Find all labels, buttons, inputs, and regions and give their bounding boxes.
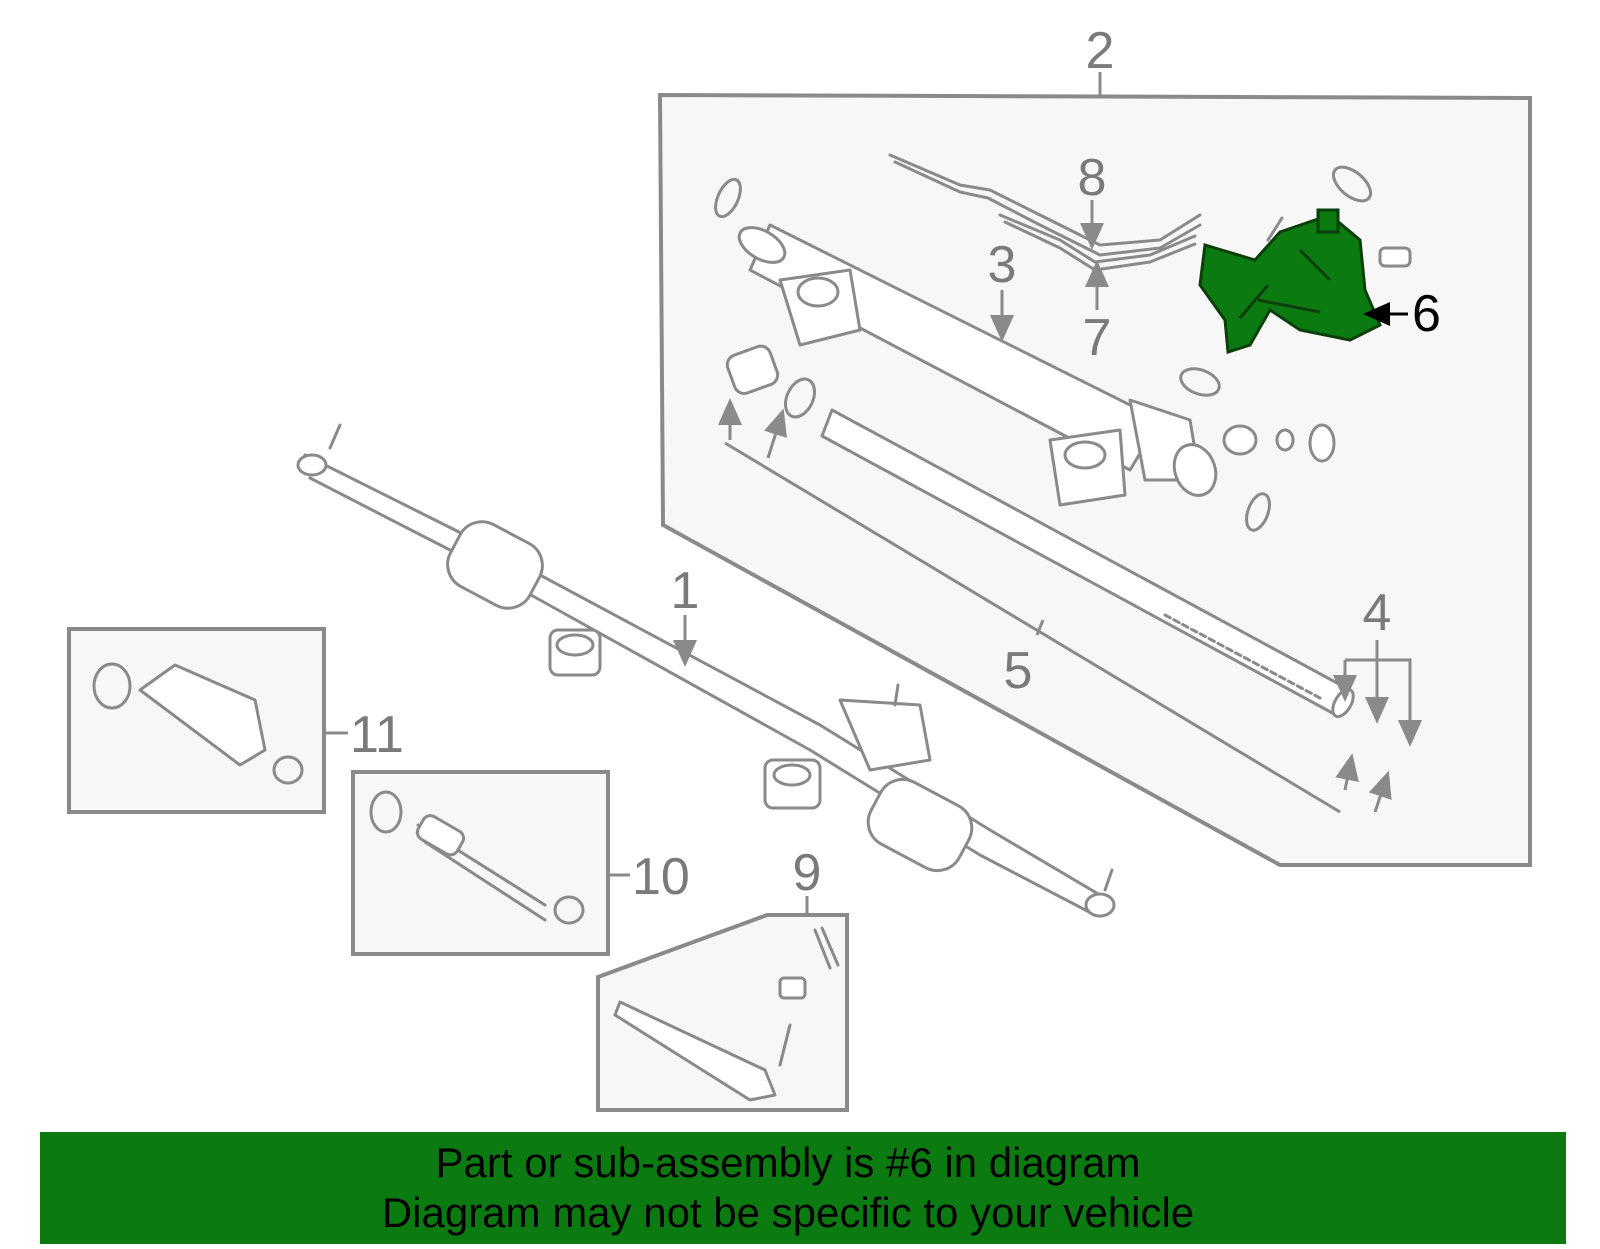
rack-and-pinion-assembly xyxy=(296,423,1116,918)
callout-8: 8 xyxy=(1078,149,1107,207)
callout-2: 2 xyxy=(1086,22,1115,80)
rack-part xyxy=(820,408,1355,719)
banner-line-2: Diagram may not be specific to your vehi… xyxy=(381,1189,1195,1236)
callout-5: 5 xyxy=(1004,642,1033,700)
housing-part xyxy=(737,223,1218,507)
callout-9: 9 xyxy=(793,844,822,902)
info-banner: Part or sub-assembly is #6 in diagram Di… xyxy=(40,1132,1566,1244)
callout-11: 11 xyxy=(350,706,404,764)
o-ring-part xyxy=(1179,367,1221,397)
outer-tie-rod-part xyxy=(613,1000,777,1102)
seal-part xyxy=(783,377,817,419)
o-ring-part xyxy=(1245,492,1271,532)
o-ring-part xyxy=(1331,165,1373,203)
callout-3: 3 xyxy=(988,236,1017,294)
banner-line-1: Part or sub-assembly is #6 in diagram xyxy=(435,1139,1141,1186)
box-9 xyxy=(596,913,849,1112)
callout-7: 7 xyxy=(1083,309,1112,367)
o-ring-part xyxy=(714,177,742,219)
valve-assembly-highlighted xyxy=(1198,208,1382,354)
callout-1: 1 xyxy=(671,562,700,620)
callout-4: 4 xyxy=(1363,584,1392,642)
callout-10: 10 xyxy=(632,848,690,906)
callout-6: 6 xyxy=(1412,285,1441,343)
bushing-part xyxy=(725,344,780,396)
small-parts xyxy=(1222,216,1412,463)
boot-part xyxy=(138,663,267,767)
